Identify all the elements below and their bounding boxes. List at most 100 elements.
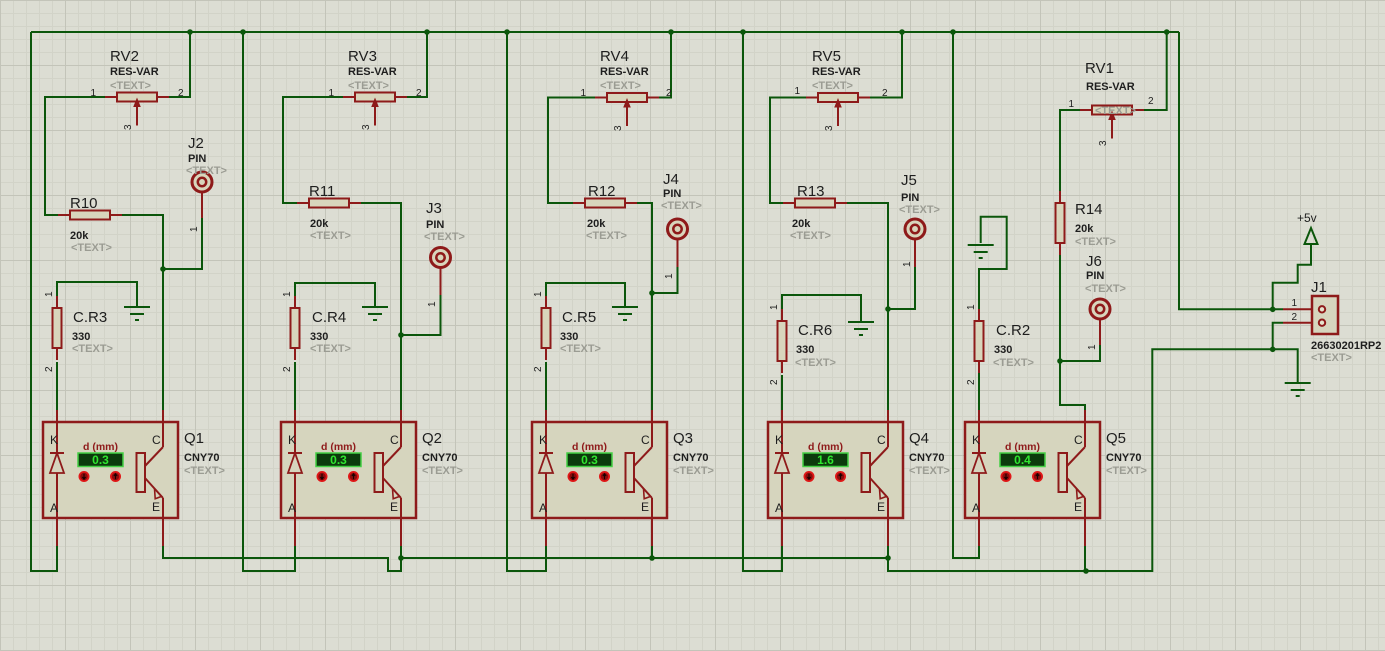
svg-text:Q4: Q4: [909, 430, 929, 447]
potentiometer-symbol[interactable]: [342, 91, 408, 127]
j1-text: <TEXT>: [1311, 352, 1352, 364]
svg-text:C: C: [877, 433, 886, 447]
svg-text:E: E: [877, 500, 885, 514]
svg-text:E: E: [641, 500, 649, 514]
cny70-sensor[interactable]: [766, 408, 905, 548]
power-flag[interactable]: +5v: [1297, 211, 1319, 245]
svg-text:1: 1: [533, 291, 544, 297]
pin-connector-symbol[interactable]: [1088, 297, 1112, 321]
q-type: CNY70: [184, 452, 219, 464]
svg-text:R12: R12: [588, 183, 616, 200]
svg-text:2: 2: [666, 88, 672, 99]
resistor-symbol[interactable]: [973, 308, 985, 374]
svg-text:1: 1: [902, 261, 913, 267]
svg-text:d (mm): d (mm): [572, 441, 607, 453]
svg-text:2: 2: [416, 88, 422, 99]
cny70-sensor[interactable]: [530, 408, 669, 548]
ground-symbol[interactable]: [123, 306, 151, 321]
svg-text:K: K: [50, 433, 58, 447]
potentiometer-symbol[interactable]: [805, 92, 871, 127]
svg-text:E: E: [1074, 500, 1082, 514]
ground-symbol[interactable]: [847, 321, 875, 336]
svg-text:C.R4: C.R4: [312, 309, 346, 326]
resistor-symbol[interactable]: [776, 308, 788, 374]
svg-text:1: 1: [282, 291, 293, 297]
vcc-label: +5v: [1297, 211, 1317, 225]
resistor-symbol[interactable]: [289, 295, 301, 361]
svg-text:<TEXT>: <TEXT>: [422, 465, 463, 477]
svg-text:0.4: 0.4: [1014, 453, 1031, 467]
pot-pin2: 2: [178, 88, 184, 99]
connector-j1[interactable]: J1 1 2 26630201RP2 <TEXT>: [1283, 279, 1381, 364]
svg-text:20k: 20k: [310, 218, 329, 230]
svg-text:<TEXT>: <TEXT>: [909, 465, 950, 477]
svg-text:2: 2: [44, 366, 55, 372]
pot-ref: RV2: [110, 48, 139, 65]
svg-text:d (mm): d (mm): [1005, 441, 1040, 453]
pot-text: <TEXT>: [110, 80, 151, 92]
svg-text:330: 330: [796, 344, 814, 356]
svg-text:Q3: Q3: [673, 430, 693, 447]
ground-symbol[interactable]: [966, 244, 995, 259]
svg-text:<TEXT>: <TEXT>: [899, 204, 940, 216]
svg-text:RV1: RV1: [1085, 60, 1114, 77]
svg-text:PIN: PIN: [663, 188, 681, 200]
svg-text:C.R2: C.R2: [996, 322, 1030, 339]
svg-text:2: 2: [882, 88, 888, 99]
potentiometer-symbol[interactable]: [594, 92, 660, 127]
pin-connector-symbol[interactable]: [903, 217, 927, 241]
svg-text:PIN: PIN: [1086, 270, 1104, 282]
svg-text:<TEXT>: <TEXT>: [1075, 236, 1116, 248]
svg-text:<TEXT>: <TEXT>: [673, 465, 714, 477]
svg-text:RES-VAR: RES-VAR: [812, 66, 861, 78]
sensor-circuit-4: RV5 RES-VAR <TEXT> 1 2 3 R13 20k <TEXT> …: [766, 48, 950, 548]
sensor-circuit-1: RV2 RES-VAR <TEXT> 1 2 3 R10 20k <TEXT> …: [41, 48, 227, 548]
svg-text:<TEXT>: <TEXT>: [1085, 283, 1126, 295]
svg-text:<TEXT>: <TEXT>: [310, 230, 351, 242]
ground-symbol[interactable]: [1283, 382, 1312, 397]
ground-symbol[interactable]: [611, 306, 639, 321]
resistor-symbol[interactable]: [51, 295, 63, 361]
pin-connector-symbol[interactable]: [666, 217, 689, 241]
svg-text:<TEXT>: <TEXT>: [993, 357, 1034, 369]
resistor-symbol[interactable]: [1054, 190, 1066, 256]
svg-text:CNY70: CNY70: [422, 452, 457, 464]
svg-text:3: 3: [613, 125, 624, 131]
svg-text:330: 330: [994, 344, 1012, 356]
j-text: <TEXT>: [186, 165, 227, 177]
svg-text:330: 330: [310, 331, 328, 343]
svg-text:<TEXT>: <TEXT>: [1095, 105, 1136, 117]
svg-text:2: 2: [533, 366, 544, 372]
svg-text:<TEXT>: <TEXT>: [795, 357, 836, 369]
cny70-sensor[interactable]: [963, 408, 1102, 548]
svg-text:<TEXT>: <TEXT>: [661, 200, 702, 212]
ground-symbol[interactable]: [361, 306, 389, 321]
svg-text:PIN: PIN: [901, 192, 919, 204]
svg-text:RV4: RV4: [600, 48, 629, 65]
svg-text:J4: J4: [663, 171, 679, 188]
svg-text:1: 1: [44, 291, 55, 297]
svg-text:<TEXT>: <TEXT>: [600, 80, 641, 92]
svg-text:1: 1: [1087, 344, 1098, 350]
cny70-sensor[interactable]: [279, 408, 418, 548]
pin-connector-symbol[interactable]: [429, 246, 452, 269]
svg-text:C: C: [1074, 433, 1083, 447]
svg-text:0.3: 0.3: [581, 453, 598, 467]
potentiometer-symbol[interactable]: [104, 91, 170, 127]
svg-text:A: A: [50, 501, 58, 515]
svg-text:1: 1: [664, 273, 675, 279]
q-ref: Q1: [184, 430, 204, 447]
display-label: d (mm): [83, 441, 118, 453]
cny70-sensor[interactable]: [41, 408, 180, 548]
cr-ref: C.R3: [73, 309, 107, 326]
svg-text:R11: R11: [309, 183, 335, 200]
svg-text:C: C: [390, 433, 399, 447]
svg-text:R14: R14: [1075, 201, 1103, 218]
svg-text:C.R5: C.R5: [562, 309, 596, 326]
svg-text:3: 3: [1098, 140, 1109, 146]
svg-text:PIN: PIN: [426, 219, 444, 231]
j1-ref: J1: [1311, 279, 1327, 296]
sensor-circuit-2: RV3 RES-VAR <TEXT> 1 2 3 R11 20k <TEXT> …: [279, 48, 465, 548]
resistor-symbol[interactable]: [540, 295, 552, 361]
